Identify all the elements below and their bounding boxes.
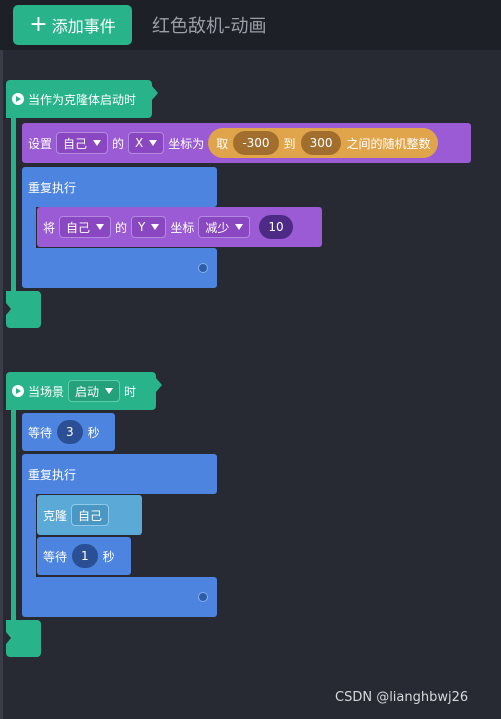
script2-rail — [11, 400, 16, 628]
add-event-button[interactable]: + 添加事件 — [13, 5, 132, 45]
of-label: 的 — [115, 220, 128, 235]
scene-event-dropdown[interactable]: 启动 — [68, 380, 121, 402]
seconds-label: 秒 — [87, 425, 100, 440]
wait-block[interactable]: 等待 3 秒 — [22, 413, 115, 451]
target-dropdown[interactable]: 自己 — [56, 132, 109, 154]
hat-suffix-label: 时 — [124, 384, 137, 399]
hat-prefix-label: 当场景 — [28, 384, 65, 399]
change-value-input[interactable]: 10 — [259, 215, 293, 239]
script1-rail — [11, 108, 16, 300]
workspace-left-edge — [0, 50, 3, 719]
hat-label: 当作为克隆体启动时 — [28, 92, 137, 107]
wait-label: 等待 — [43, 549, 68, 564]
chevron-down-icon — [149, 140, 158, 146]
watermark: CSDN @lianghbwj26 — [335, 690, 469, 705]
play-icon — [12, 385, 24, 397]
plus-icon: + — [29, 12, 48, 37]
coord-label: 坐标 — [170, 220, 195, 235]
random-from-input[interactable]: -300 — [233, 131, 279, 155]
forever-loop-block[interactable]: 重复执行 — [22, 167, 217, 207]
random-to-input[interactable]: 300 — [300, 131, 342, 155]
operation-dropdown[interactable]: 减少 — [198, 216, 251, 238]
chevron-down-icon — [93, 140, 102, 146]
set-coordinate-block[interactable]: 设置 自己 的 X 坐标为 取 -300 到 300 之间的随机整数 — [22, 123, 471, 163]
clone-label: 克隆 — [43, 508, 68, 523]
random-suffix-label: 之间的随机整数 — [346, 136, 431, 151]
set-label: 设置 — [28, 136, 53, 151]
loop-label: 重复执行 — [28, 468, 77, 482]
to-label: 到 — [283, 136, 296, 151]
axis-dropdown[interactable]: X — [128, 132, 165, 154]
scene-start-hat-block[interactable]: 当场景 启动 时 — [6, 372, 162, 410]
coord-label: 坐标为 — [168, 136, 205, 151]
loop-footer — [22, 577, 217, 617]
script1-end-cap — [6, 291, 41, 328]
wait-block[interactable]: 等待 1 秒 — [37, 537, 131, 575]
loop-arm — [22, 492, 36, 580]
change-coordinate-block[interactable]: 将 自己 的 Y 坐标 减少 10 — [37, 207, 322, 247]
repeat-icon — [198, 263, 208, 273]
play-icon — [12, 93, 24, 105]
take-label: 取 — [216, 136, 229, 151]
random-int-block[interactable]: 取 -300 到 300 之间的随机整数 — [208, 128, 439, 158]
chevron-down-icon — [235, 224, 244, 230]
wait-seconds-input[interactable]: 1 — [72, 544, 98, 568]
target-dropdown[interactable]: 自己 — [59, 216, 112, 238]
clone-start-hat-block[interactable]: 当作为克隆体启动时 — [6, 80, 158, 118]
loop-label: 重复执行 — [28, 181, 77, 195]
forever-loop-block[interactable]: 重复执行 — [22, 454, 217, 494]
wait-label: 等待 — [28, 425, 53, 440]
axis-dropdown[interactable]: Y — [131, 216, 167, 238]
seconds-label: 秒 — [102, 549, 115, 564]
chevron-down-icon — [151, 224, 160, 230]
of-label: 的 — [112, 136, 125, 151]
clone-target-dropdown[interactable]: 自己 — [71, 504, 110, 526]
wait-seconds-input[interactable]: 3 — [57, 420, 83, 444]
chevron-down-icon — [105, 388, 114, 394]
script2-end-cap — [6, 620, 41, 657]
clone-block[interactable]: 克隆 自己 — [37, 495, 142, 535]
loop-footer — [22, 248, 217, 288]
repeat-icon — [198, 592, 208, 602]
chevron-down-icon — [96, 224, 105, 230]
loop-arm — [22, 205, 36, 250]
change-label: 将 — [43, 220, 56, 235]
page-title: 红色敌机-动画 — [152, 16, 267, 37]
add-event-label: 添加事件 — [51, 17, 116, 36]
top-bar: + 添加事件 红色敌机-动画 — [0, 0, 501, 50]
